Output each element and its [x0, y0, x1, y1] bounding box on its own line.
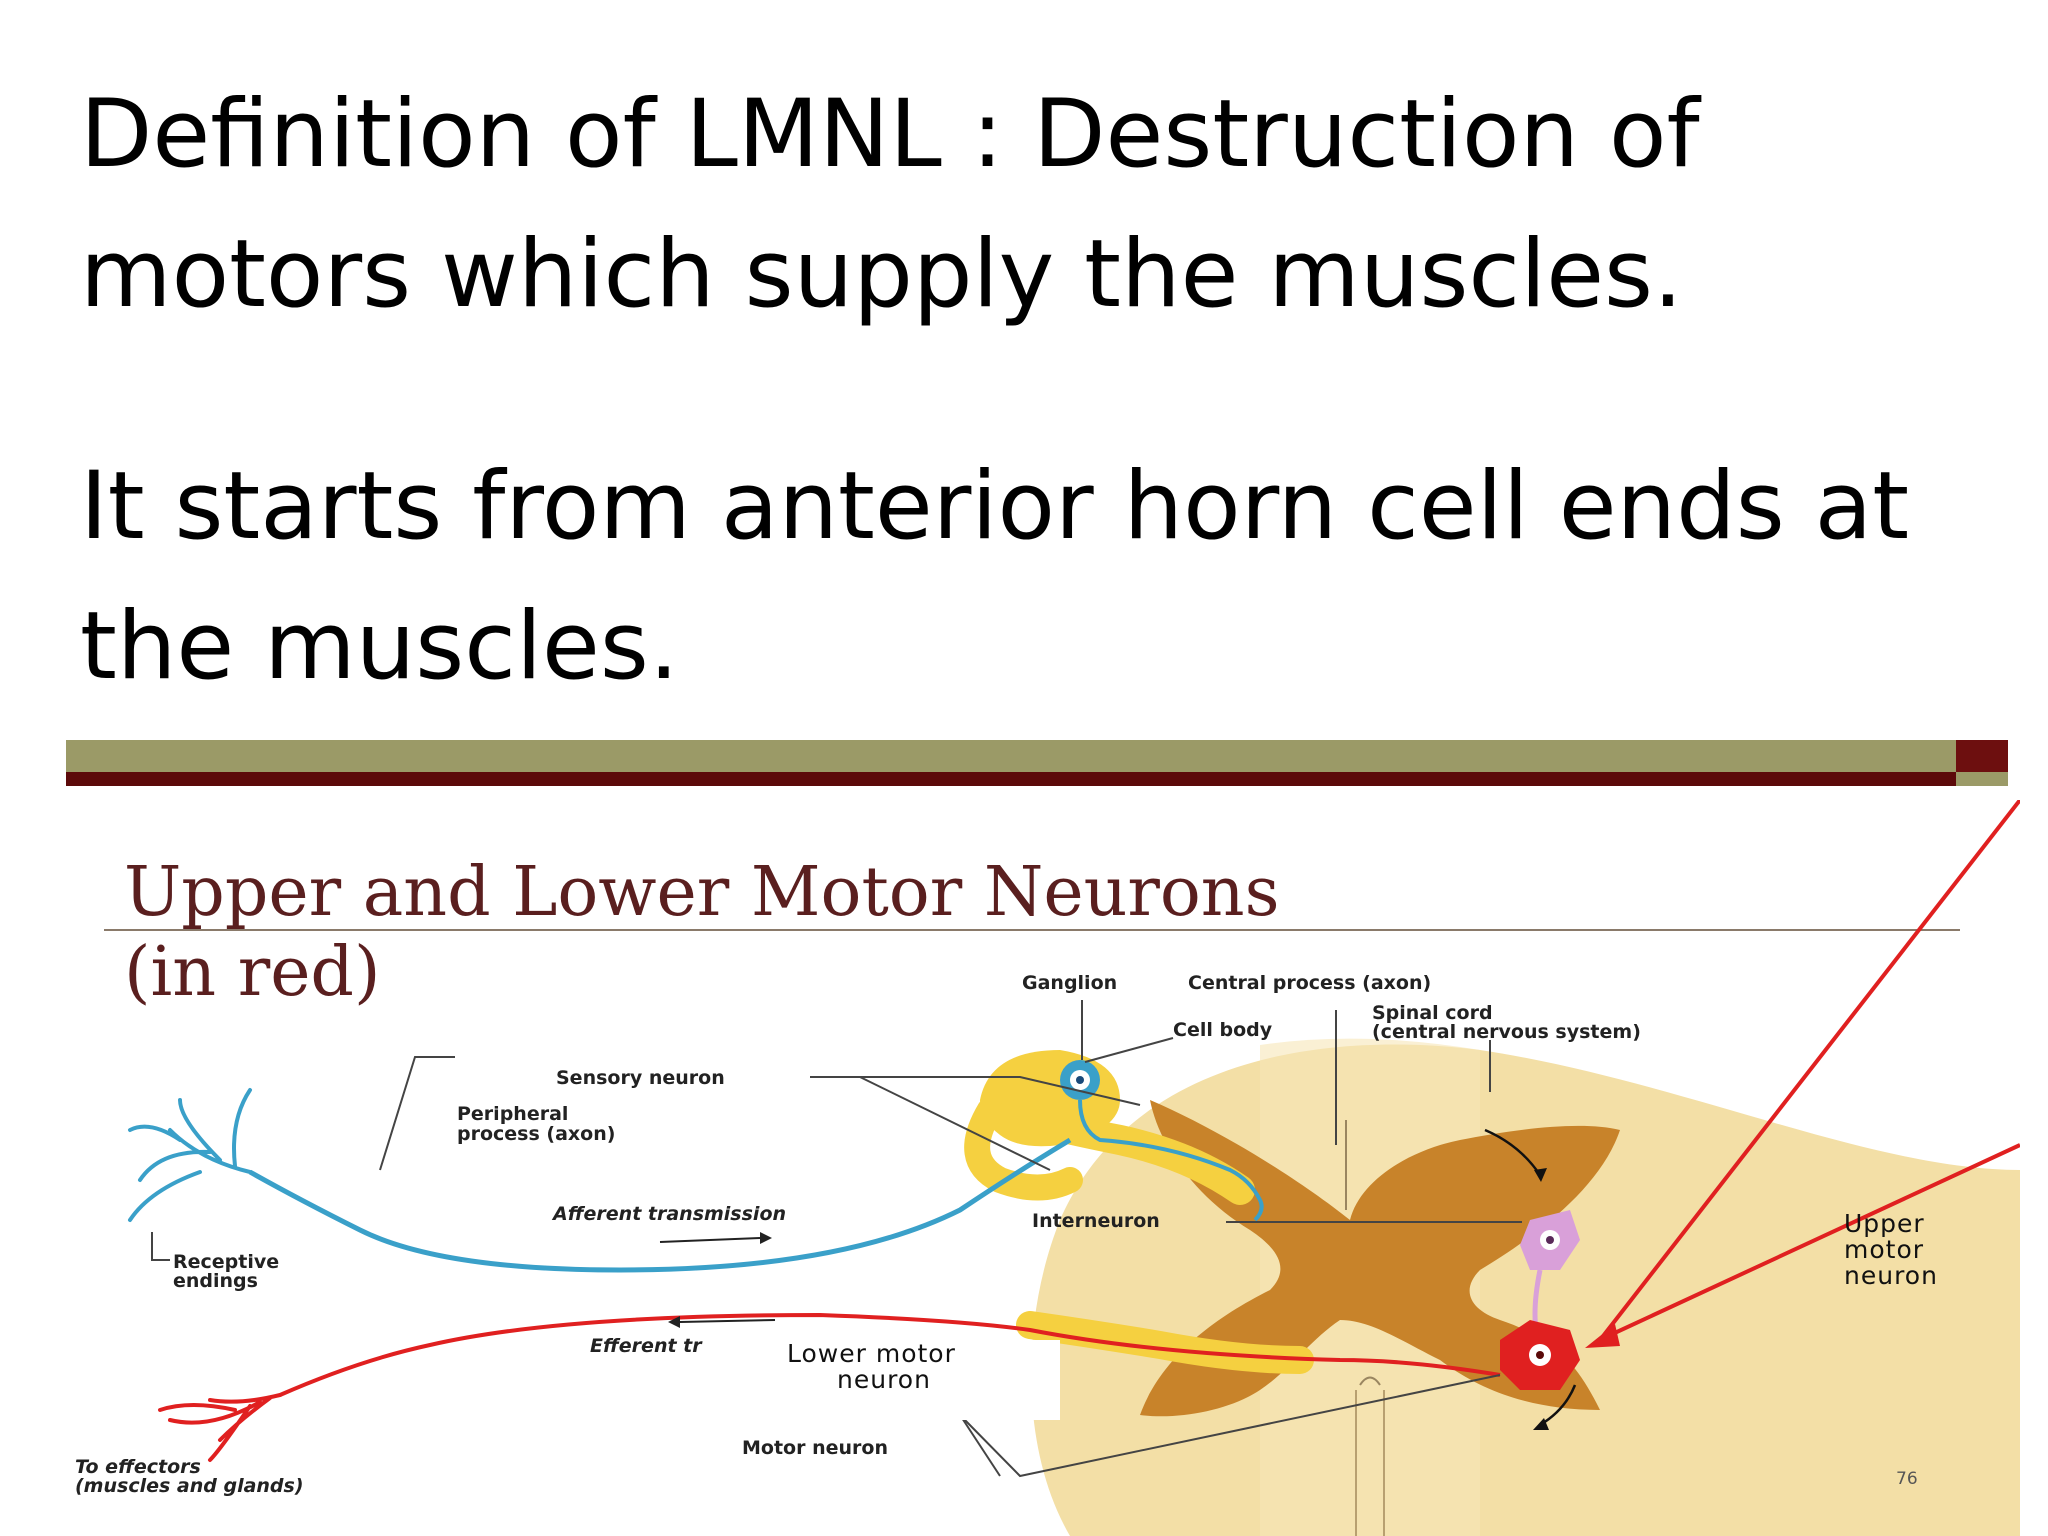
leader-sensory-to-ganglion: [810, 1076, 1141, 1106]
label-receptive-1: Receptive: [173, 1251, 279, 1273]
leader-receptive: [151, 1232, 170, 1261]
leader-lines: [151, 1000, 1522, 1478]
label-effectors-1: To effectors: [75, 1456, 201, 1478]
leader-cell-body: [1084, 1037, 1174, 1063]
label-cell-body: Cell body: [1173, 1019, 1273, 1041]
slide-text-line-2: motors which supply the muscles.: [80, 220, 1683, 329]
divider-corner-maroon: [1956, 740, 2008, 772]
sensory-cell-nucleus: [1076, 1076, 1084, 1084]
label-motor-neuron: Motor neuron: [742, 1437, 888, 1459]
leader-motor-neuron-2: [959, 1414, 1001, 1477]
label-central-process: Central process (axon): [1188, 972, 1431, 994]
fissure-top: [1359, 1376, 1381, 1386]
afferent-arrowhead-cord: [1534, 1168, 1547, 1182]
efferent-arrowhead-cord: [1533, 1418, 1549, 1430]
label-lower-motor-1: Lower motor: [787, 1339, 956, 1368]
peripheral-process-axon: [248, 1137, 1072, 1273]
figure-title-line-2: (in red): [124, 933, 381, 1012]
lower-motor-label-bg: [780, 1340, 1060, 1420]
motor-axon: [279, 1312, 1501, 1397]
upper-motor-neuron-axon: [1605, 1143, 2020, 1339]
anterior-median-fissure: [1355, 1390, 1385, 1536]
receptive-endings-branches: [128, 1088, 252, 1222]
leader-sensory-to-axon: [859, 1076, 1051, 1171]
sensory-neuron-path: [128, 1088, 1264, 1273]
slide-text-line-4: the muscles.: [80, 592, 679, 701]
label-spinal-cord-1: Spinal cord: [1372, 1002, 1493, 1024]
afferent-arrow-cord: [1484, 1128, 1542, 1176]
figure-title-line-1: Upper and Lower Motor Neurons: [124, 853, 1280, 932]
label-interneuron: Interneuron: [1032, 1210, 1160, 1232]
afferent-arrow-line: [659, 1237, 761, 1243]
label-receptive-2: endings: [173, 1270, 258, 1292]
label-afferent-transmission: Afferent transmission: [551, 1203, 786, 1225]
divider-maroon-bar: [66, 772, 1956, 786]
upper-motor-neuron-arrowhead: [1585, 1324, 1620, 1348]
motor-neuron-diagram: Upper and Lower Motor Neurons (in red): [75, 800, 2020, 1536]
label-upper-motor-2: motor: [1844, 1235, 1924, 1264]
divider-olive-bar: [66, 740, 1956, 772]
afferent-arrowhead: [760, 1232, 772, 1244]
page-number: 76: [1896, 1469, 1918, 1489]
motor-cell-nucleus: [1536, 1351, 1544, 1359]
spinal-cord: [1031, 1038, 2020, 1536]
label-sensory-neuron: Sensory neuron: [556, 1067, 725, 1089]
slide-text-line-1: Definition of LMNL : Destruction of: [80, 80, 1700, 189]
efferent-arrowhead: [668, 1316, 680, 1328]
slide-text-line-3: It starts from anterior horn cell ends a…: [80, 452, 1910, 561]
lower-motor-neuron-path: [158, 1312, 1580, 1462]
leader-peripheral: [379, 1056, 455, 1171]
divider-corner-olive: [1956, 772, 2008, 786]
label-upper-motor-3: neuron: [1844, 1261, 1938, 1290]
effector-endings-branches: [158, 1393, 282, 1462]
leader-motor-neuron: [959, 1374, 1501, 1478]
label-ganglion: Ganglion: [1022, 972, 1117, 994]
efferent-arrow-line: [679, 1319, 776, 1323]
label-peripheral-1: Peripheral: [457, 1103, 568, 1125]
label-upper-motor-1: Upper: [1844, 1209, 1925, 1238]
ganglion-stem: [998, 1085, 1065, 1105]
interneuron-nucleus: [1546, 1236, 1554, 1244]
label-effectors-2: (muscles and glands): [75, 1475, 304, 1497]
label-efferent-transmission: Efferent tr: [590, 1335, 703, 1357]
label-peripheral-2: process (axon): [457, 1123, 615, 1145]
label-spinal-cord-2: (central nervous system): [1372, 1021, 1641, 1043]
upper-motor-neuron-line: [1598, 800, 2020, 1342]
label-lower-motor-2: neuron: [837, 1365, 931, 1394]
spinal-cord-gray-matter: [1140, 1100, 1620, 1417]
central-process-axon: [1078, 1099, 1264, 1222]
